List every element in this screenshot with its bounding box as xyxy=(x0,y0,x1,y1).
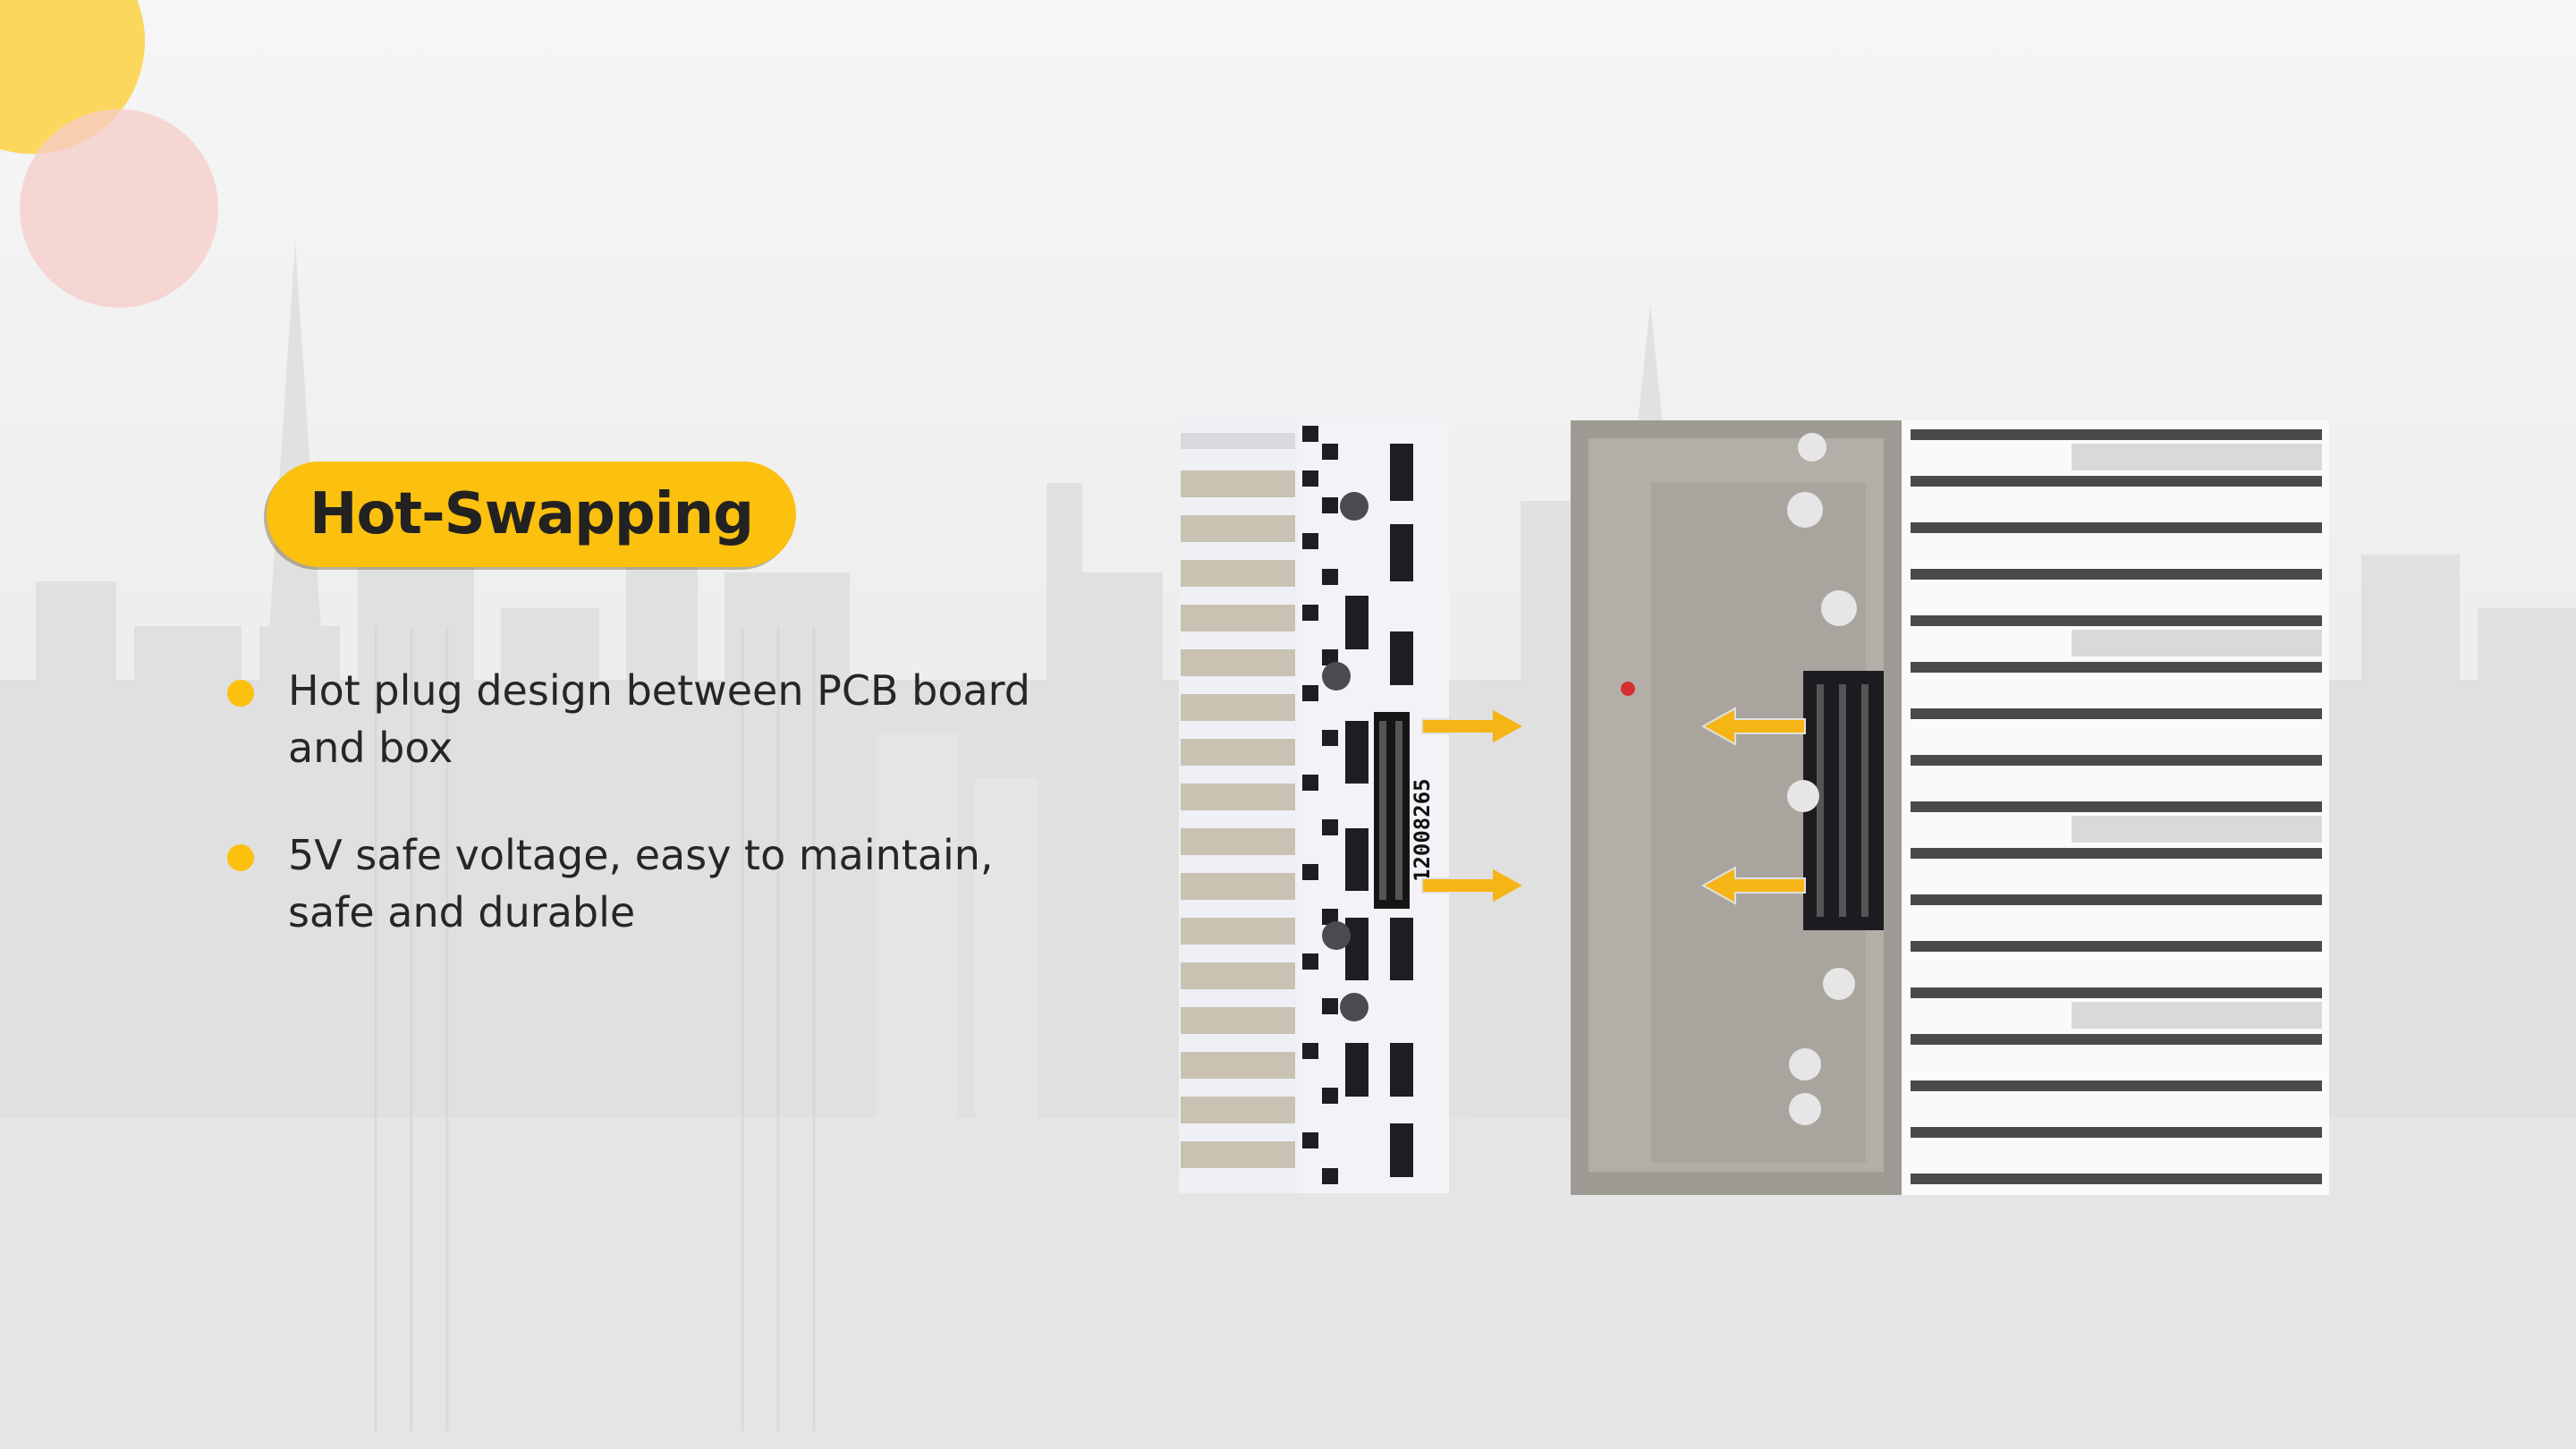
pcb-components xyxy=(1302,426,1413,1184)
status-led xyxy=(1621,682,1635,696)
decor-circle-pink xyxy=(20,109,218,308)
pcb-edge-strips xyxy=(1181,433,1295,1168)
led-module-slots xyxy=(2072,444,2322,1029)
bullet-text: Hot plug design between PCB board and bo… xyxy=(288,666,1030,772)
pcb-connector-pins xyxy=(1379,721,1402,900)
bullet-item: 5V safe voltage, easy to maintain, safe … xyxy=(224,826,1082,941)
arrow-left-icon xyxy=(1701,866,1806,905)
pcb-board-photo: 12008265 xyxy=(1179,417,1449,1193)
title-badge: Hot-Swapping xyxy=(267,462,796,567)
bullet-text: 5V safe voltage, easy to maintain, safe … xyxy=(288,831,994,936)
bullet-item: Hot plug design between PCB board and bo… xyxy=(224,662,1082,776)
arrow-left-icon xyxy=(1701,707,1806,746)
slide-title: Hot-Swapping xyxy=(309,481,754,547)
pcb-capacitors xyxy=(1322,492,1368,1021)
arrow-right-icon xyxy=(1421,707,1526,746)
bullet-dot xyxy=(227,844,254,871)
bullet-list: Hot plug design between PCB board and bo… xyxy=(224,662,1082,991)
arrow-right-icon xyxy=(1421,866,1526,905)
led-rows xyxy=(1911,429,2322,1184)
led-box-photo xyxy=(1571,420,2329,1195)
pcb-label-text: 12008265 xyxy=(1410,778,1435,882)
cabinet-standoffs xyxy=(1787,433,1857,1125)
bullet-dot xyxy=(227,680,254,707)
box-connector-pins xyxy=(1817,684,1868,917)
